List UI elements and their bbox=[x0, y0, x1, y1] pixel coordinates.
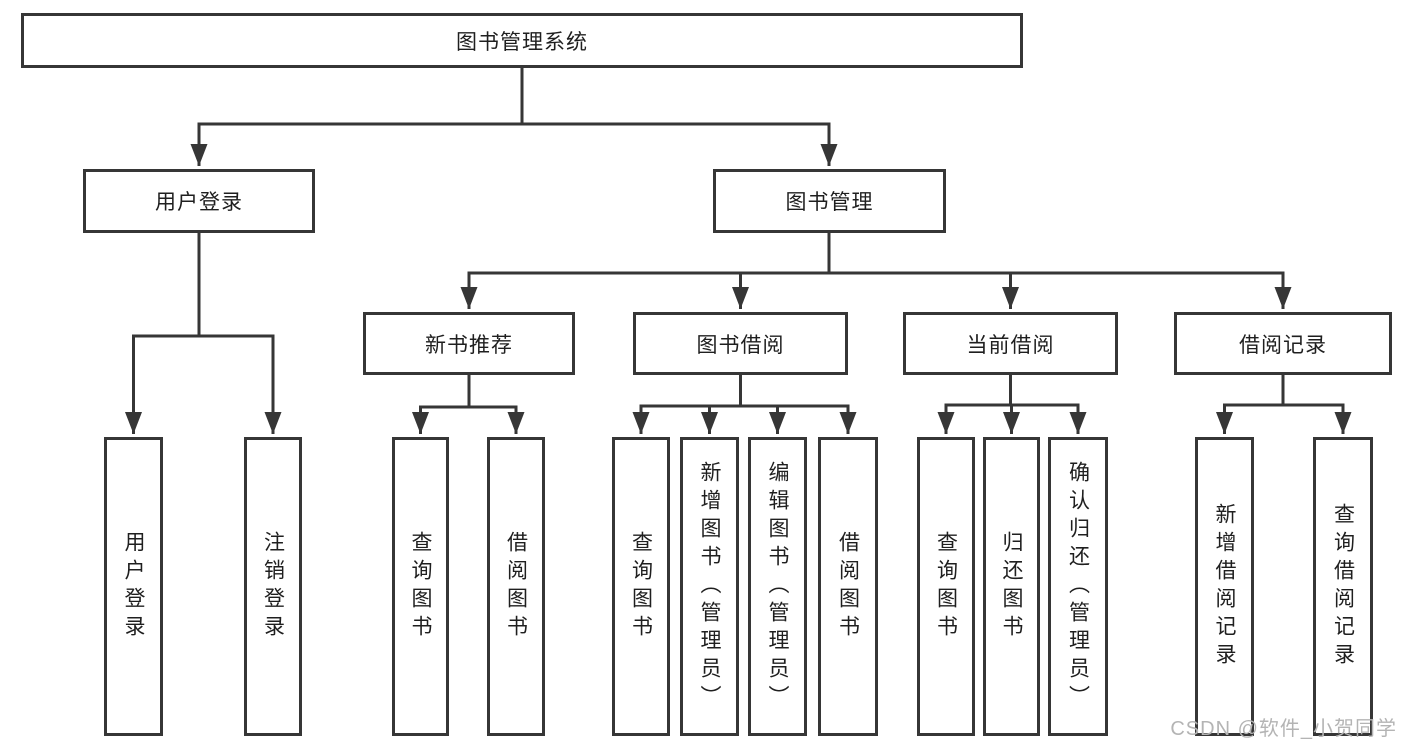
leaf-query-book-recommend: 查询图书 bbox=[392, 437, 449, 736]
leaf-label: 查询图书 bbox=[629, 530, 653, 643]
leaf-label: 归还图书 bbox=[1000, 530, 1023, 643]
leaf-label: 借阅图书 bbox=[836, 530, 860, 643]
leaf-label: 新增借阅记录 bbox=[1213, 502, 1236, 671]
node-current-borrow: 当前借阅 bbox=[903, 312, 1118, 375]
leaf-add-book-admin: 新增图书（管理员） bbox=[680, 437, 739, 736]
edge-borrow-records-spine bbox=[1223, 375, 1345, 407]
node-label: 用户登录 bbox=[155, 191, 243, 214]
edge-root-spine bbox=[197, 68, 831, 126]
node-label: 新书推荐 bbox=[425, 333, 513, 357]
node-user-login: 用户登录 bbox=[83, 169, 315, 233]
leaf-query-book-borrow: 查询图书 bbox=[612, 437, 670, 736]
leaf-query-book-current: 查询图书 bbox=[917, 437, 975, 736]
leaf-label: 查询图书 bbox=[409, 530, 432, 643]
node-label: 图书借阅 bbox=[696, 333, 785, 357]
leaf-label: 借阅图书 bbox=[504, 530, 528, 643]
leaf-label: 查询借阅记录 bbox=[1331, 502, 1355, 671]
node-label: 当前借阅 bbox=[966, 333, 1055, 357]
node-root-label: 图书管理系统 bbox=[456, 30, 588, 54]
node-root: 图书管理系统 bbox=[21, 13, 1023, 68]
csdn-watermark: CSDN @软件_小贺同学 bbox=[1170, 718, 1397, 740]
leaf-edit-book-admin: 编辑图书（管理员） bbox=[748, 437, 807, 736]
edge-current-borrow-spine bbox=[944, 375, 1080, 407]
leaf-return-book: 归还图书 bbox=[983, 437, 1040, 736]
leaf-query-borrow-record: 查询借阅记录 bbox=[1313, 437, 1373, 736]
edge-book-management-spine bbox=[467, 233, 1285, 275]
leaf-confirm-return-admin: 确认归还（管理员） bbox=[1048, 437, 1108, 736]
edge-new-book-recommend-spine bbox=[419, 375, 518, 409]
leaf-borrow-book-recommend: 借阅图书 bbox=[487, 437, 545, 736]
node-borrow-records: 借阅记录 bbox=[1174, 312, 1392, 375]
node-book-management: 图书管理 bbox=[713, 169, 946, 233]
node-label: 借阅记录 bbox=[1239, 333, 1327, 357]
edge-book-borrow-spine bbox=[639, 375, 850, 408]
leaf-user-login: 用户登录 bbox=[104, 437, 163, 736]
leaf-label: 新增图书（管理员） bbox=[698, 460, 721, 713]
node-label: 图书管理 bbox=[785, 191, 874, 214]
leaf-label: 编辑图书（管理员） bbox=[766, 460, 789, 713]
leaf-add-borrow-record: 新增借阅记录 bbox=[1195, 437, 1254, 736]
leaf-borrow-book-2: 借阅图书 bbox=[818, 437, 878, 736]
leaf-label: 用户登录 bbox=[122, 530, 145, 643]
node-book-borrow: 图书借阅 bbox=[633, 312, 848, 375]
leaf-label: 查询图书 bbox=[934, 530, 958, 643]
leaf-label: 确认归还（管理员） bbox=[1066, 460, 1090, 713]
node-new-book-recommend: 新书推荐 bbox=[363, 312, 575, 375]
leaf-label: 注销登录 bbox=[261, 530, 285, 643]
edge-user-login-spine bbox=[132, 233, 275, 338]
leaf-logout-login: 注销登录 bbox=[244, 437, 302, 736]
